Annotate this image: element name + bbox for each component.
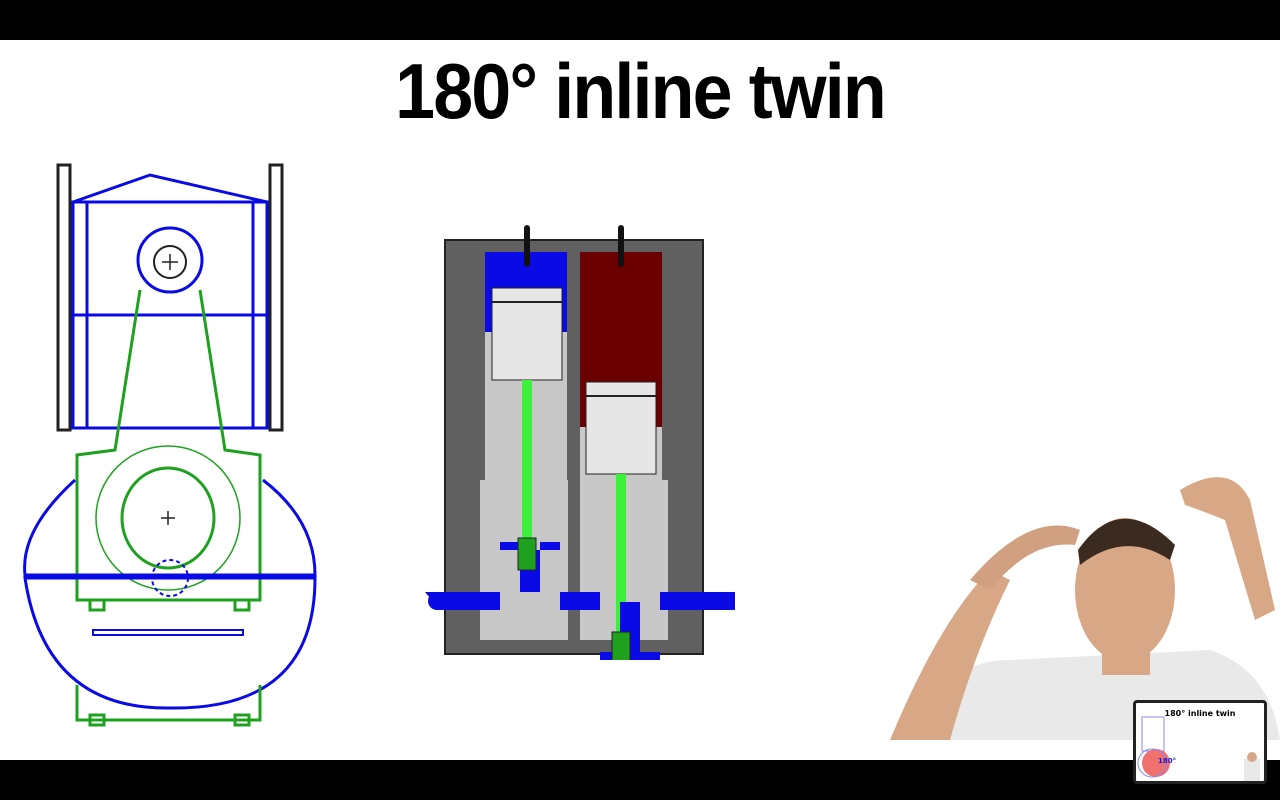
video-thumbnail-preview[interactable]: 180° inline twin 180° [1133, 700, 1267, 784]
thumbnail-title: 180° inline twin [1164, 709, 1236, 718]
thumbnail-label: 180° [1158, 757, 1177, 765]
presenter-video [890, 477, 1280, 740]
inline-twin-engine-diagram [425, 225, 735, 660]
slide-title: 180° inline twin [395, 47, 887, 135]
video-frame: 180° inline twin [0, 40, 1280, 760]
thumbnail-diagram [1137, 716, 1260, 781]
piston-rod-diagram [23, 163, 317, 727]
